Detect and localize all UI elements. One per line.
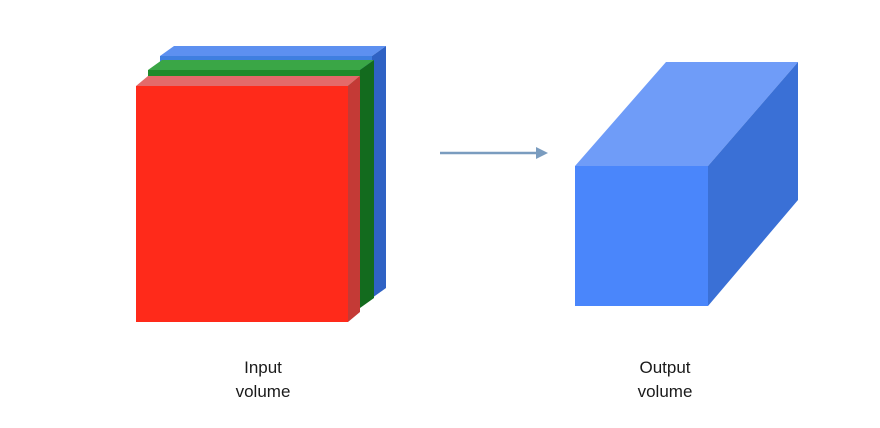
red-channel-front: [136, 86, 348, 322]
output-volume: [575, 62, 798, 306]
green-channel-top: [148, 60, 374, 70]
output-label-line1: Output: [639, 358, 691, 377]
blue-channel-side: [372, 46, 386, 298]
input-label-line1: Input: [244, 358, 282, 377]
output-label-line2: volume: [637, 382, 693, 401]
arrow-head: [536, 147, 548, 159]
output-volume-label: Output volume: [585, 356, 745, 404]
output-top-face: [575, 62, 798, 166]
output-front-face: [575, 166, 708, 306]
green-channel-side: [360, 60, 374, 308]
output-side-face: [708, 62, 798, 306]
blue-channel-top: [160, 46, 386, 56]
arrow: [440, 147, 548, 159]
input-label-line2: volume: [235, 382, 291, 401]
input-volume: [136, 46, 386, 322]
red-channel-slab: [136, 76, 360, 322]
input-volume-label: Input volume: [183, 356, 343, 404]
red-channel-side: [348, 76, 360, 322]
red-channel-top: [136, 76, 360, 86]
